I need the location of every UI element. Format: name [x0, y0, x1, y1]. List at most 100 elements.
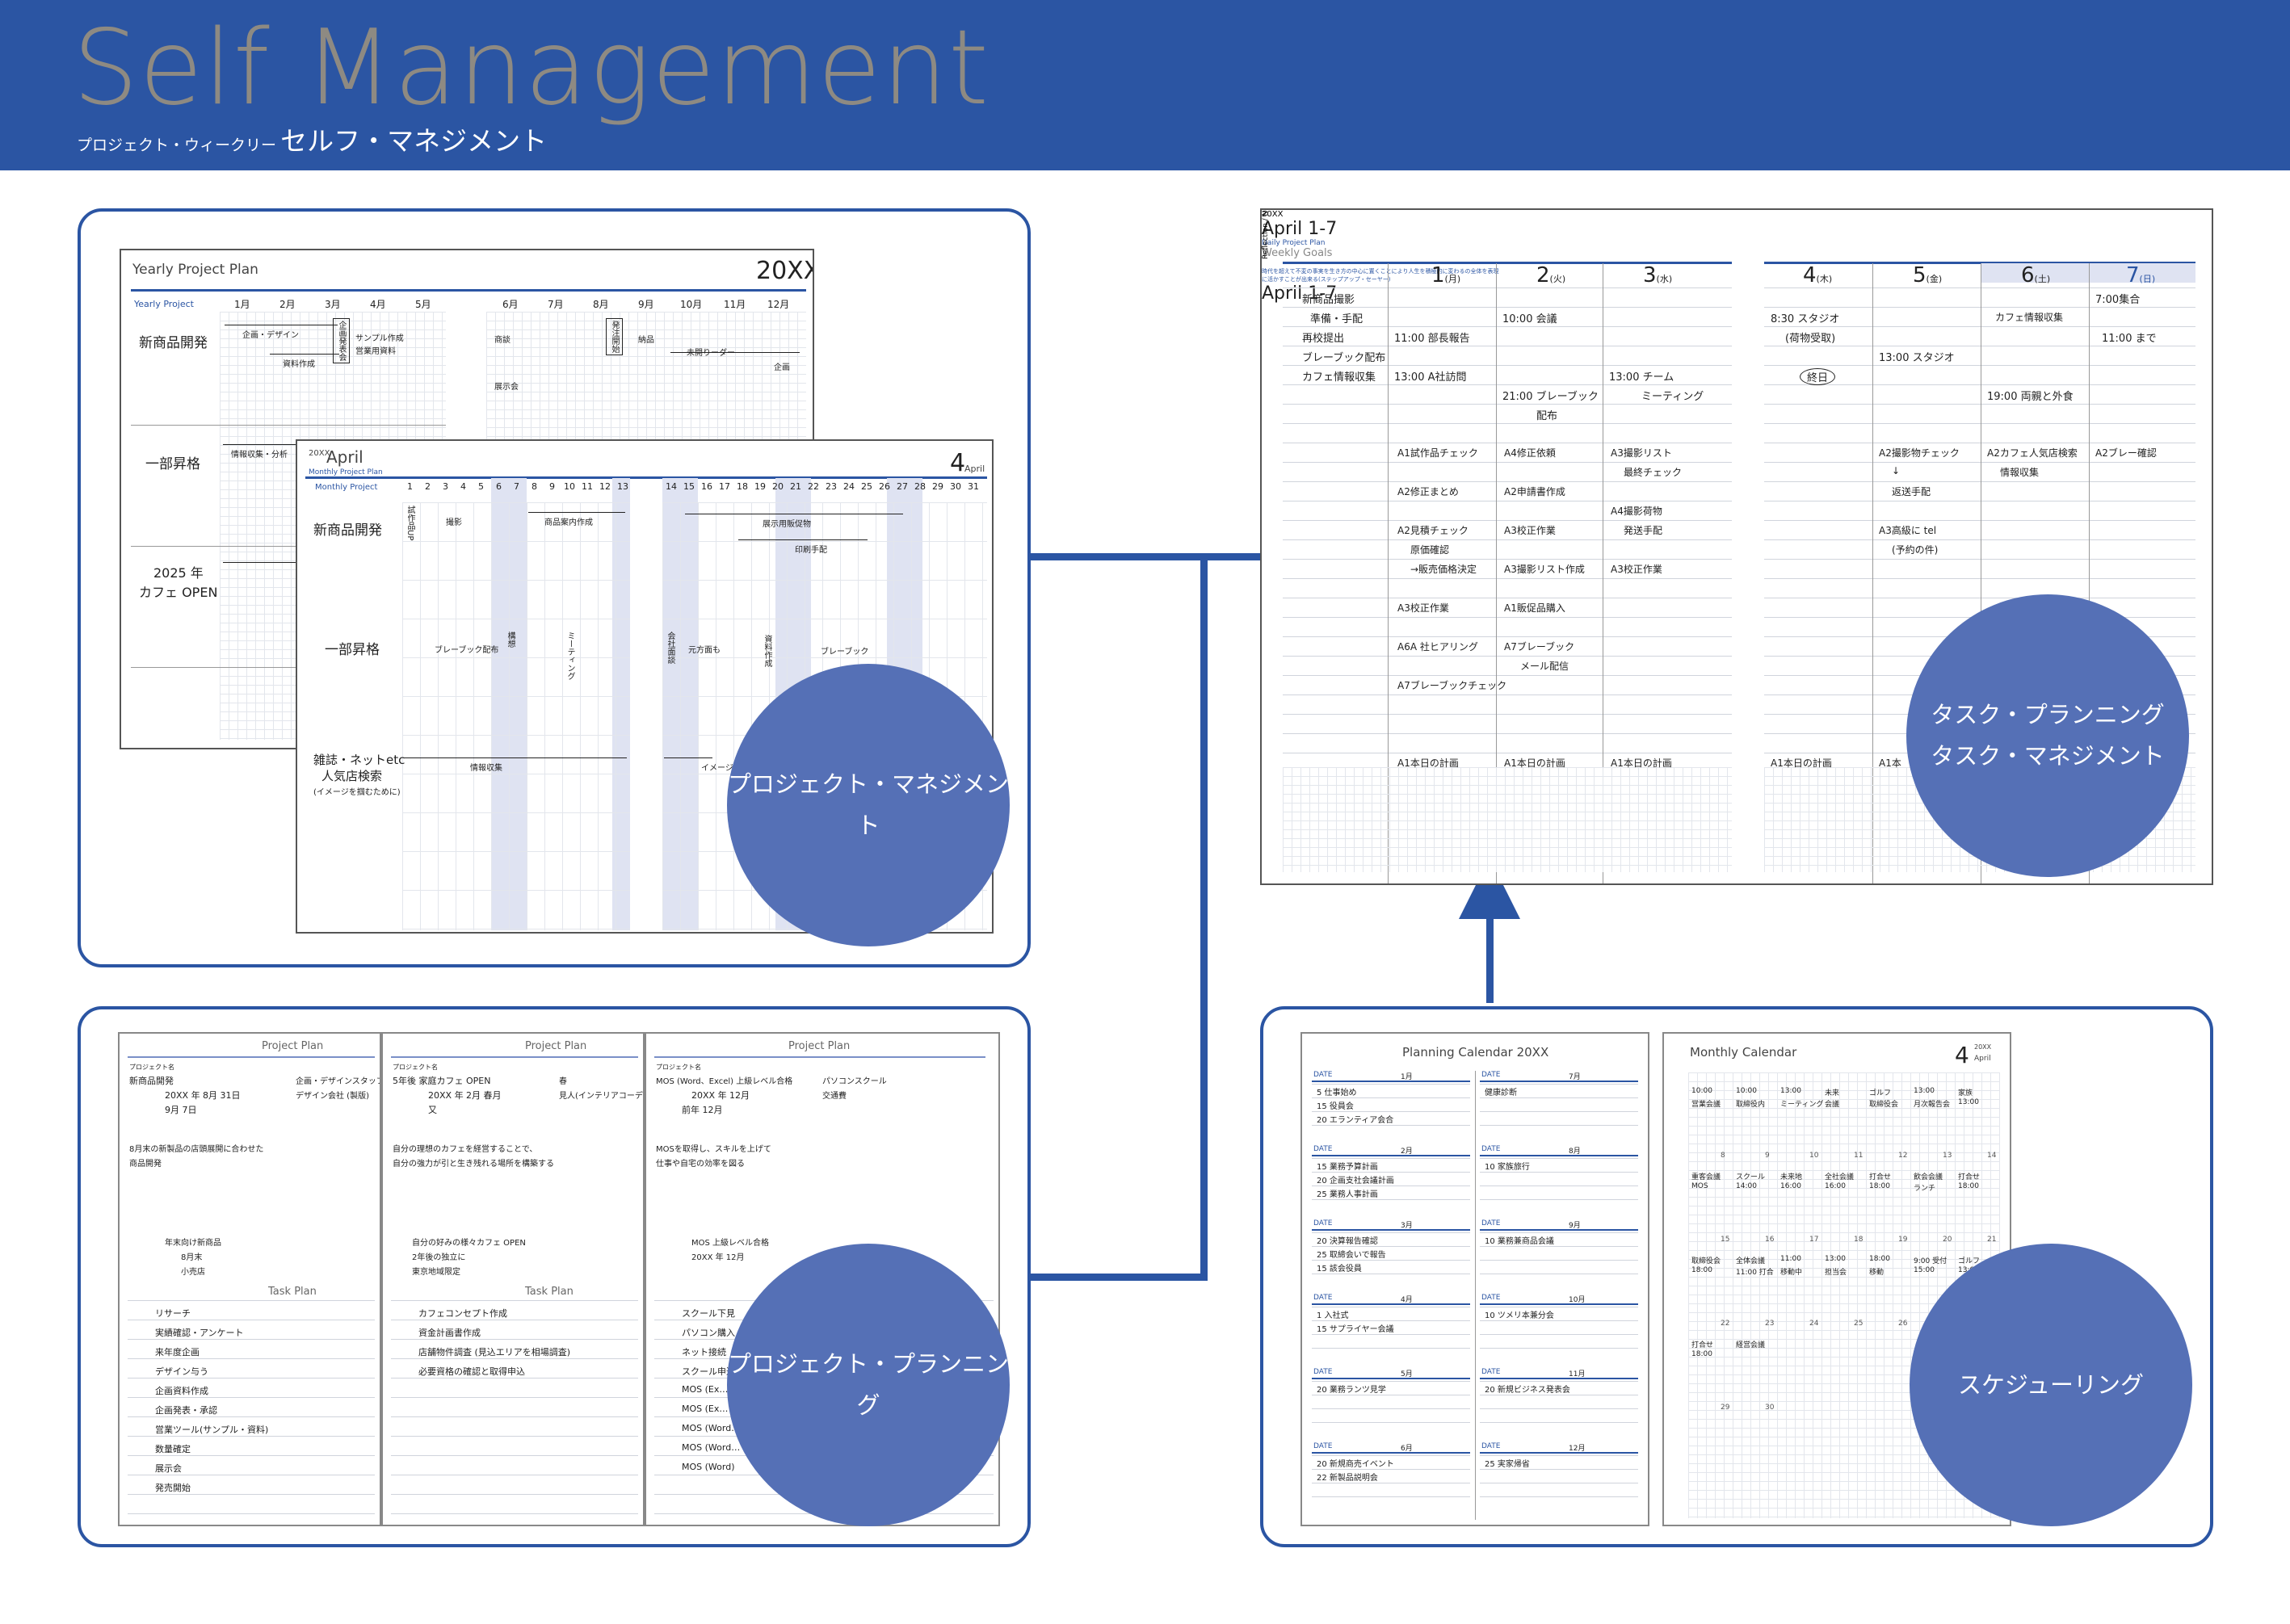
tp-day-5-num: 5: [1913, 263, 1927, 287]
monthly-day-25: 25: [861, 481, 872, 492]
monthly-day-22: 22: [808, 481, 819, 492]
project-plan-sheet-2: Project Plan プロジェクト名 5年後 家庭カフェ OPEN 20XX…: [381, 1032, 645, 1526]
tp-day-4: 4(木): [1803, 263, 1832, 287]
monthly-calendar-entry: 取締役内: [1736, 1101, 1766, 1109]
yearly-month-8: 8月: [593, 299, 609, 310]
monthly-calendar-entry: 移動中: [1780, 1269, 1803, 1277]
monthly-note-14: イメージ: [701, 764, 733, 773]
monthly-day-20: 20: [772, 481, 784, 492]
planning-month-label: 6月: [1401, 1445, 1413, 1453]
monthly-note-13: 情報収集: [470, 764, 502, 773]
tp-rcol-line-3: [2089, 263, 2090, 883]
planning-month-label: 10月: [1569, 1296, 1586, 1304]
connector-to-task: [1200, 553, 1305, 560]
pp2-sub-2: 2年後の独立に: [412, 1253, 466, 1262]
yearly-note-1: 企画・デザイン: [242, 331, 299, 340]
planning-month-label: 3月: [1401, 1222, 1413, 1230]
tp-rsch-1-1: 8:30 スタジオ: [1771, 313, 1840, 325]
pp1-task-2: 実績確認・アンケート: [155, 1328, 244, 1338]
monthly-calendar-entry: 16:00: [1825, 1182, 1846, 1190]
planning-month-item: 15 役員会: [1317, 1102, 1354, 1111]
tp-rtask-2-5: (予約の件): [1892, 544, 1939, 556]
monthly-calendar-entry: 飲会会議: [1914, 1173, 1943, 1181]
pp2-sub-3: 東京地域限定: [412, 1268, 460, 1277]
monthly-calendar-entry: 未来: [1825, 1089, 1840, 1097]
tp-rtask-1-1: A1本日の計画: [1771, 757, 1832, 769]
monthly-calendar-entry: 打合せ: [1869, 1173, 1892, 1181]
tp-rsch-3-1: カフェ情報収集: [1995, 312, 2064, 323]
monthly-calendar-entry: ゴルフ: [1869, 1089, 1892, 1097]
planning-month-label: 7月: [1569, 1073, 1581, 1081]
pp3-task-4: スクール申込: [682, 1366, 735, 1377]
planning-month-label: 8月: [1569, 1148, 1581, 1156]
tp-rsch-4-2: 11:00 まで: [2102, 333, 2157, 345]
planning-month-item: 20 新規ビジネス発表会: [1485, 1386, 1570, 1395]
pp2-task-4: 必要資格の確認と取得申込: [418, 1366, 525, 1377]
monthly-day-29: 29: [932, 481, 943, 492]
tp-task-2-1: A4修正依頼: [1504, 447, 1556, 459]
monthly-calendar-entry: 18:00: [1869, 1255, 1890, 1263]
page-subtitle: プロジェクト・ウィークリー セルフ・マネジメント: [77, 120, 547, 158]
yearly-month-12: 12月: [767, 299, 790, 310]
monthly-day-27: 27: [897, 481, 908, 492]
pp2-resources: 春: [559, 1077, 567, 1086]
monthly-day-30: 30: [950, 481, 961, 492]
pp2-deadline: 20XX 年 2月 春月: [428, 1090, 502, 1101]
monthly-day-6: 6: [496, 481, 502, 492]
yearly-month-1: 1月: [234, 299, 250, 310]
tp-goal-1: 新商品撮影: [1302, 294, 1355, 306]
monthly-note-8: ミーティング: [565, 632, 574, 680]
pp3-task-5: MOS (Ex…: [682, 1384, 729, 1395]
pp3-goal: MOSを取得し、スキルを上げて: [656, 1145, 771, 1154]
header-banner: Self Management プロジェクト・ウィークリー セルフ・マネジメント: [0, 0, 2290, 170]
tp-note: 時代を超えて不変の事実を生き方の中心に置くことにより人生を積極的に変わるの全体を…: [1262, 268, 1499, 283]
monthly-arrow-1: [528, 512, 625, 513]
pp2-task-lines: [391, 1300, 638, 1518]
monthly-note-2: 商品案内作成: [544, 518, 593, 527]
monthly-day-14: 14: [666, 481, 677, 492]
pp3-goal2: 仕事や自宅の効率を図る: [656, 1160, 745, 1169]
monthly-calendar-entry: 全体会議: [1736, 1257, 1766, 1265]
yearly-note-9: 未開りーダー: [687, 349, 735, 358]
monthly-calendar-entry: ミーティング: [1780, 1101, 1824, 1109]
monthly-calendar-entry: ランチ: [1914, 1185, 1936, 1193]
pp1-task-9: 展示会: [155, 1463, 182, 1474]
tp-task-3-1: A3撮影リスト: [1611, 447, 1672, 459]
monthly-grid-left: [402, 502, 630, 930]
pp3-resources2: 交通費: [822, 1092, 847, 1101]
planning-month-item: 25 業務人事計画: [1317, 1190, 1378, 1199]
monthly-day-13: 13: [617, 481, 628, 492]
planning-date-label: DATE: [1313, 1145, 1333, 1153]
monthly-day-9: 9: [549, 481, 555, 492]
monthly-calendar-entry: 取締役会: [1869, 1101, 1899, 1109]
pp3-title: Project Plan: [788, 1040, 851, 1052]
tp-range-left: April 1-7: [1262, 219, 1338, 239]
monthly-calendar-entry: 取締役会: [1691, 1257, 1721, 1265]
pp3-task-8: MOS (Word…: [682, 1442, 741, 1453]
panel-project-management: Yearly Project Plan 20XX Yearly Project …: [78, 208, 1031, 967]
yearly-row-line-3: [131, 667, 446, 668]
planning-date-label: DATE: [1313, 1442, 1333, 1450]
planning-month-lines: [1312, 1158, 1470, 1213]
tp-goal-3: 再校提出: [1302, 333, 1345, 345]
yearly-note-4: 営業用資料: [355, 347, 396, 356]
tp-day-6: 6(土): [2021, 263, 2050, 287]
pp2-task-title: Task Plan: [525, 1286, 574, 1298]
planning-date-label: DATE: [1481, 1219, 1501, 1227]
pp1-name: 新商品開発: [129, 1076, 174, 1086]
planning-month-lines: [1480, 1307, 1638, 1362]
yearly-row-3a: 2025 年: [153, 565, 204, 581]
tp-task-2-4: A3撮影リスト作成: [1504, 564, 1585, 575]
planning-month-item: 15 サプライヤー会議: [1317, 1325, 1394, 1334]
monthly-arrow-3: [738, 539, 868, 540]
tp-task-1-7: A6A 社ヒアリング: [1397, 641, 1478, 653]
monthly-calendar-entry: 18:00: [1691, 1350, 1712, 1358]
planning-month-item: 20 企画支社会議計画: [1317, 1177, 1394, 1185]
planning-month-label: 9月: [1569, 1222, 1581, 1230]
